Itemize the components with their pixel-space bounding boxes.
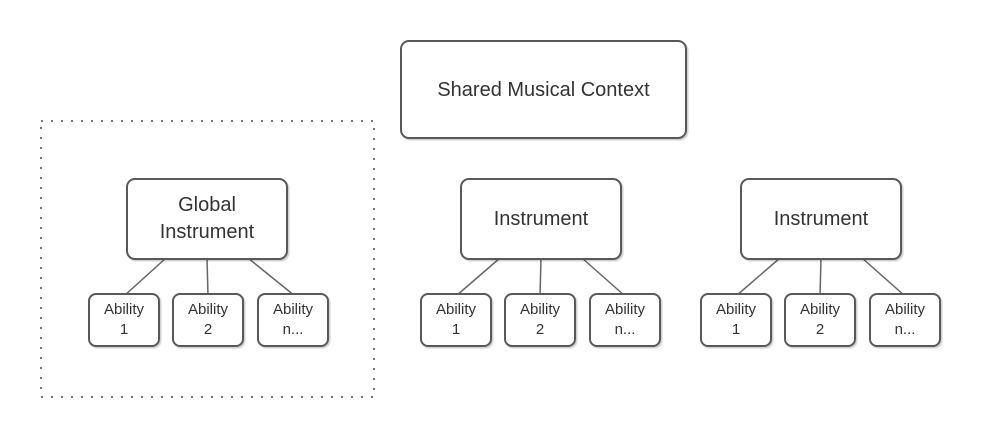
connector-line: [581, 257, 626, 297]
parent-node-instrument-2: Instrument: [740, 178, 902, 260]
connector-line: [206, 257, 209, 297]
ability-node-instrument2-n: Ability n...: [869, 293, 941, 347]
ability-node-global-1: Ability 1: [88, 293, 160, 347]
connector-line: [247, 257, 296, 297]
ability-node-instrument1-2: Ability 2: [504, 293, 576, 347]
connector-line: [539, 257, 542, 297]
connector-line: [735, 257, 781, 297]
dotted-group-boundary: [40, 120, 375, 398]
ability-node-instrument1-1: Ability 1: [420, 293, 492, 347]
parent-node-global-instrument: Global Instrument: [126, 178, 288, 260]
root-node-shared-musical-context: Shared Musical Context: [400, 40, 687, 139]
connector-line: [861, 257, 906, 297]
ability-node-global-n: Ability n...: [257, 293, 329, 347]
parent-node-instrument-1: Instrument: [460, 178, 622, 260]
connector-line: [819, 257, 822, 297]
connector-line: [123, 257, 167, 297]
ability-node-instrument2-2: Ability 2: [784, 293, 856, 347]
ability-node-instrument1-n: Ability n...: [589, 293, 661, 347]
ability-node-global-2: Ability 2: [172, 293, 244, 347]
connector-line: [455, 257, 501, 297]
ability-node-instrument2-1: Ability 1: [700, 293, 772, 347]
